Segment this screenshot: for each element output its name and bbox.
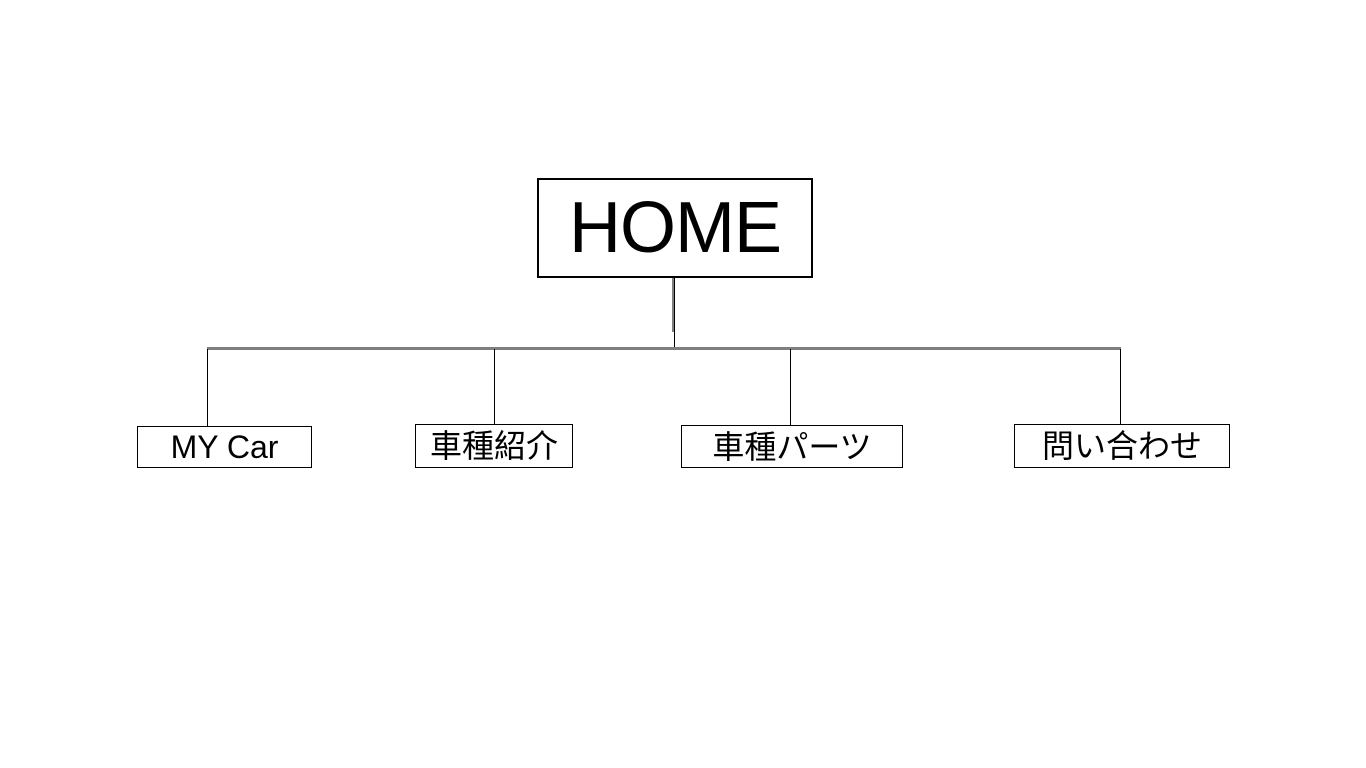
node-home-label: HOME — [569, 188, 782, 268]
node-contact-label: 問い合わせ — [1041, 428, 1202, 464]
node-my-car[interactable]: MY Car — [137, 426, 312, 468]
connector-horizontal-bar — [207, 347, 1121, 350]
node-car-models[interactable]: 車種紹介 — [415, 424, 573, 468]
connector-drop-contact — [1119, 349, 1121, 424]
node-car-models-label: 車種紹介 — [429, 428, 558, 464]
node-my-car-label: MY Car — [170, 429, 279, 465]
node-car-parts[interactable]: 車種パーツ — [681, 425, 903, 468]
connector-root-stub — [673, 278, 675, 349]
node-home[interactable]: HOME — [537, 178, 813, 278]
node-contact[interactable]: 問い合わせ — [1014, 424, 1230, 468]
connector-drop-car-parts — [789, 349, 791, 425]
connector-drop-my-car — [207, 349, 209, 426]
connector-drop-car-models — [493, 349, 495, 424]
node-car-parts-label: 車種パーツ — [712, 428, 872, 465]
